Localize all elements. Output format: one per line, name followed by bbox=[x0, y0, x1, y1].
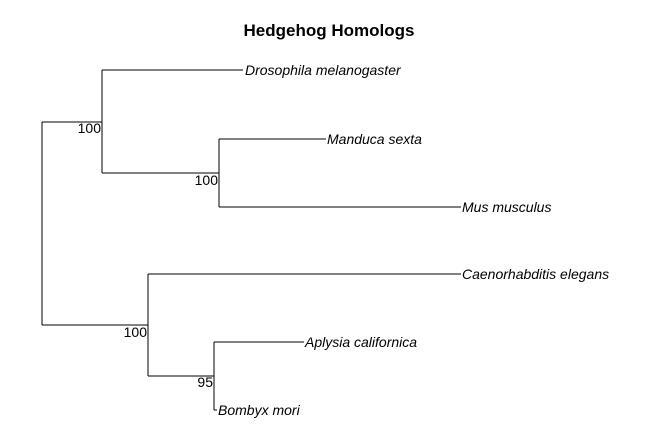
taxon-label-aplysia: Aplysia californica bbox=[304, 334, 417, 350]
taxon-label-drosophila: Drosophila melanogaster bbox=[245, 62, 402, 78]
support-value-top-clade: 100 bbox=[78, 120, 102, 136]
taxon-label-manduca: Manduca sexta bbox=[327, 131, 422, 147]
taxon-label-bombyx: Bombyx mori bbox=[218, 402, 301, 418]
support-value-aplysia-bombyx: 95 bbox=[197, 374, 213, 390]
support-value-bottom-clade: 100 bbox=[124, 324, 148, 340]
support-value-manduca-mus: 100 bbox=[195, 172, 219, 188]
tree-title: Hedgehog Homologs bbox=[244, 21, 415, 40]
taxon-label-caenorhabditis: Caenorhabditis elegans bbox=[462, 266, 609, 282]
taxon-label-mus: Mus musculus bbox=[462, 199, 551, 215]
